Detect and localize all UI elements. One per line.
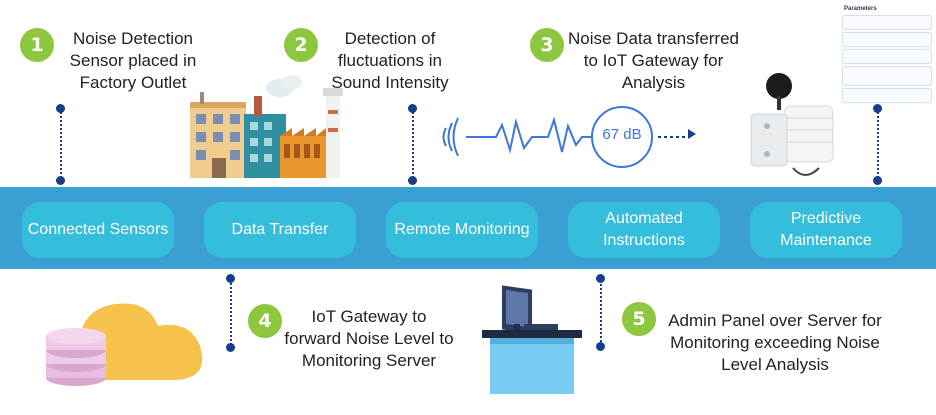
connector-dot [56, 104, 65, 113]
parameter-row [842, 88, 932, 103]
factory-icon [190, 75, 343, 178]
pill-automated-instructions: Automated Instructions [568, 202, 720, 258]
parameter-row [842, 49, 932, 64]
connector-dot [226, 274, 235, 283]
step-5-text: Admin Panel over Server for Monitoring e… [668, 311, 882, 374]
connector-line [60, 108, 62, 182]
noise-reading: 67 dB [602, 126, 642, 143]
pill-connected-sensors: Connected Sensors [22, 202, 174, 258]
step-4-text: IoT Gateway to forward Noise Level to Mo… [284, 307, 454, 370]
connector-dot [596, 274, 605, 283]
connector-line [877, 108, 879, 182]
connector-line [412, 108, 414, 182]
step-3-badge: 3 [530, 28, 564, 62]
iot-sensor-icon [750, 73, 834, 176]
pill-remote-monitoring: Remote Monitoring [386, 202, 538, 258]
step-2-text: Detection of fluctuations in Sound Inten… [331, 29, 449, 92]
connector-line [230, 280, 232, 348]
parameters-panel: Parameters [838, 2, 936, 103]
connector-dot [873, 104, 882, 113]
parameter-row [842, 66, 932, 86]
step-4-badge: 4 [248, 304, 282, 338]
computer-desk-icon [482, 285, 582, 394]
cloud-database-icon [46, 303, 203, 386]
sound-wave-icon [442, 106, 690, 168]
pill-predictive-maintenance: Predictive Maintenance [750, 202, 902, 258]
arrow-head-icon [688, 129, 696, 139]
step-5-badge: 5 [622, 302, 656, 336]
connector-dot [408, 104, 417, 113]
connector-dot [226, 343, 235, 352]
connector-line [600, 280, 602, 346]
connector-dot [873, 176, 882, 185]
connector-dot [596, 342, 605, 351]
step-1-badge: 1 [20, 28, 54, 62]
parameters-panel-title: Parameters [844, 6, 877, 12]
connector-dot [56, 176, 65, 185]
pill-data-transfer: Data Transfer [204, 202, 356, 258]
parameter-row [842, 15, 932, 30]
step-1-text: Noise Detection Sensor placed in Factory… [69, 29, 197, 92]
step-3-text: Noise Data transferred to IoT Gateway fo… [567, 29, 740, 92]
step-2-badge: 2 [284, 28, 318, 62]
parameter-row [842, 32, 932, 47]
connector-dot [408, 176, 417, 185]
